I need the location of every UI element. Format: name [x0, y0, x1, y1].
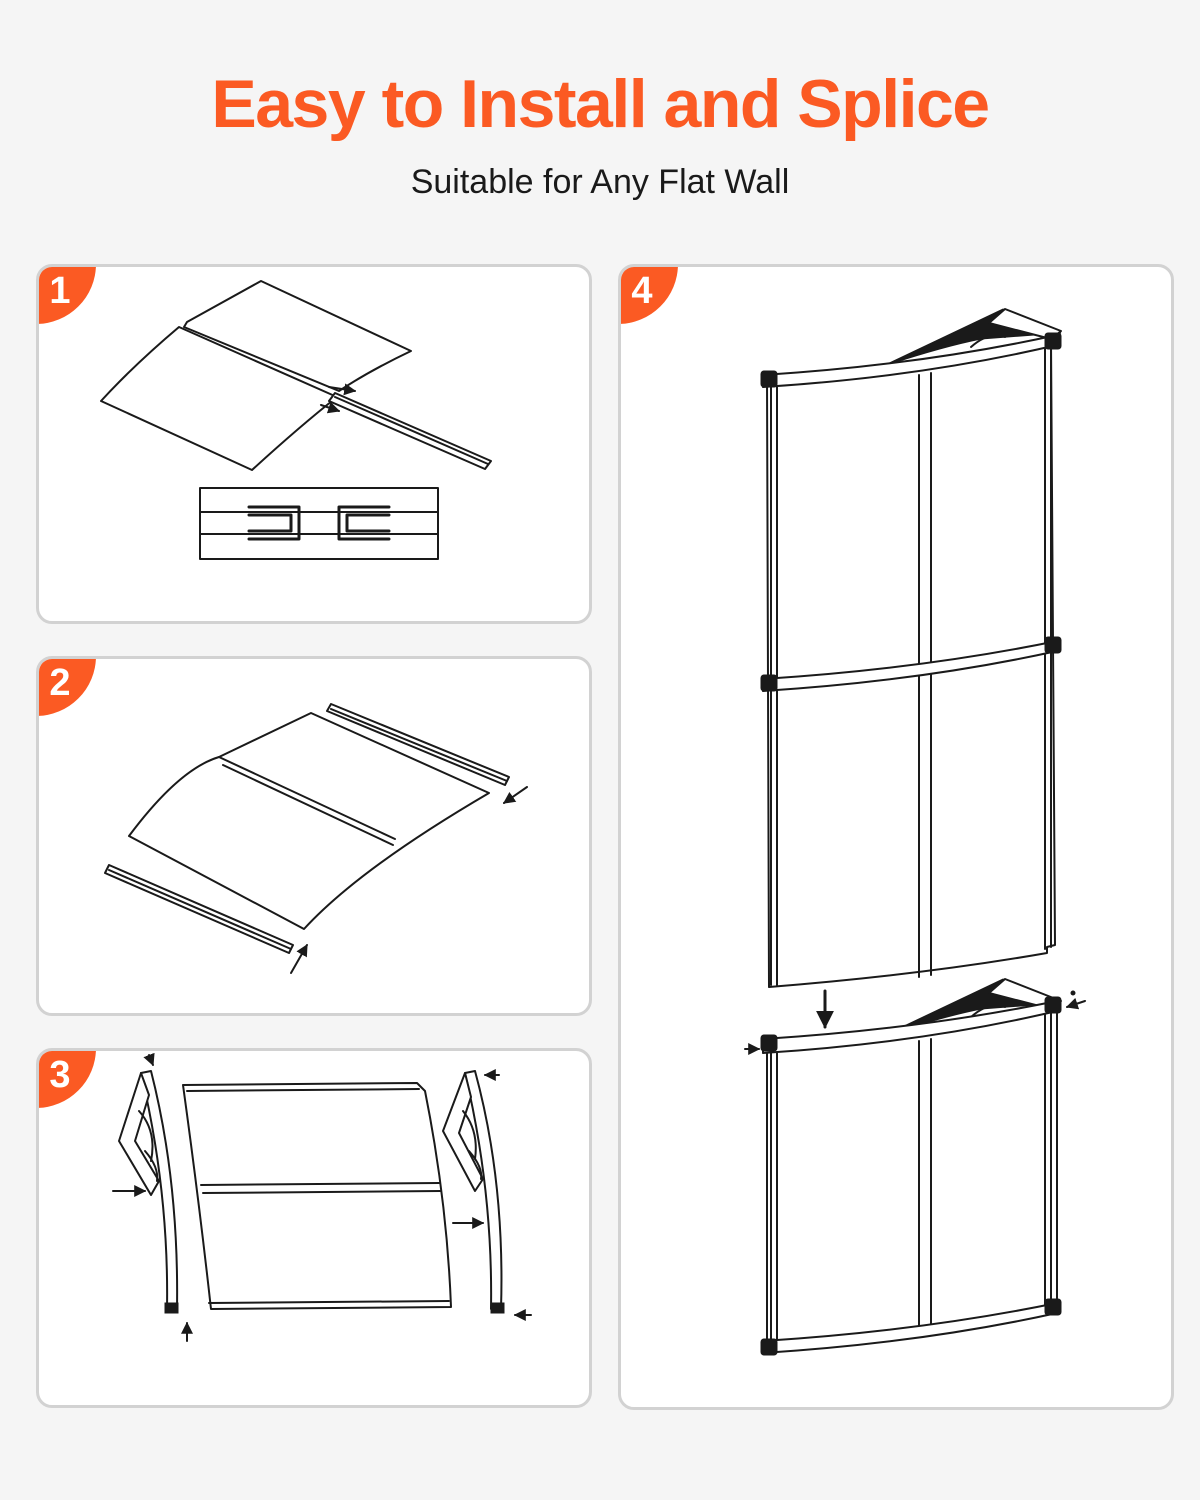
step-4-panel: 4	[618, 264, 1174, 1410]
step-1-badge: 1	[39, 267, 96, 324]
step-1-panel: 1	[36, 264, 592, 624]
step-3-illustration	[112, 1052, 532, 1342]
step-4-badge: 4	[621, 267, 678, 324]
page-subtitle: Suitable for Any Flat Wall	[410, 163, 790, 201]
step-2-illustration	[104, 703, 528, 974]
step-4-illustration	[744, 308, 1086, 1356]
step-3-panel: 3	[36, 1048, 592, 1408]
page-title: Easy to Install and Splice	[211, 66, 990, 142]
step-1-illustration	[100, 280, 492, 560]
step-2-panel: 2	[36, 656, 592, 1016]
